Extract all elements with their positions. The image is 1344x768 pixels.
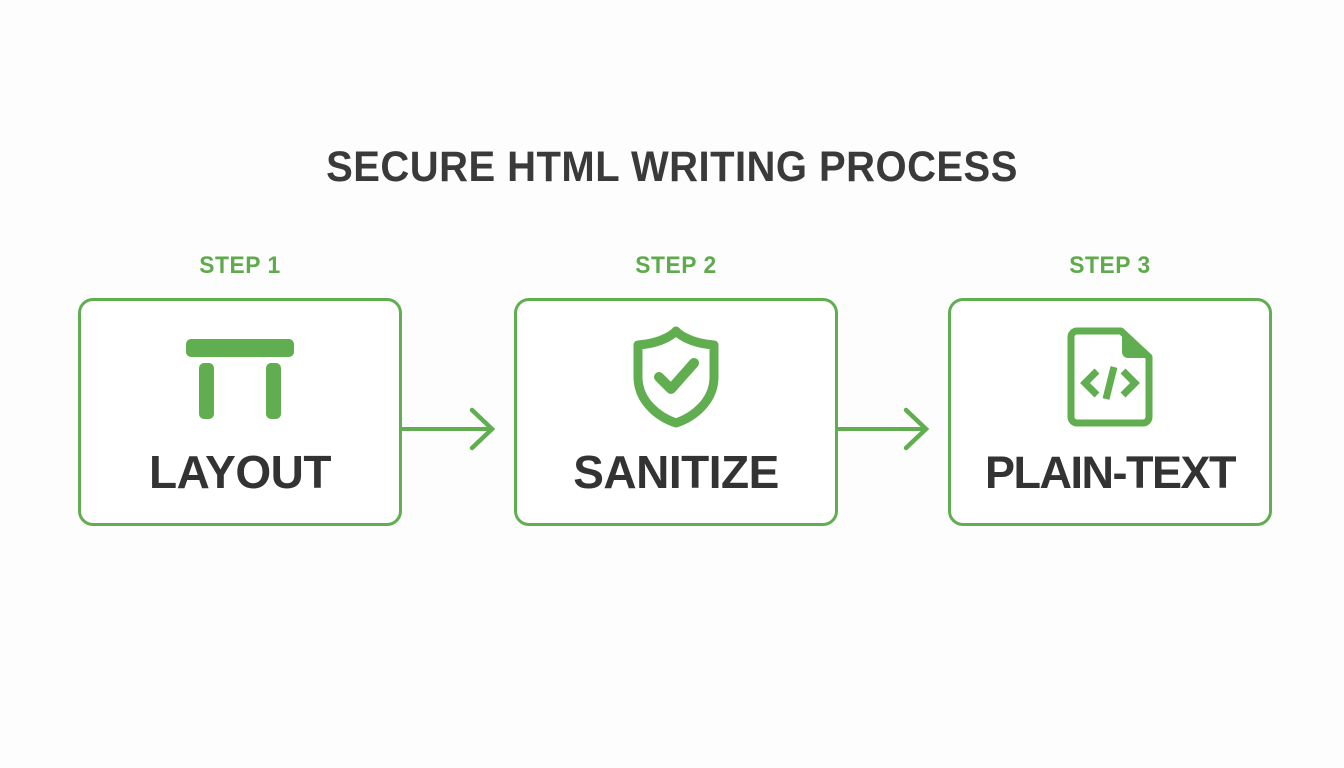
step-1-name: LAYOUT <box>149 446 331 498</box>
step-3-label: STEP 3 <box>1069 252 1151 279</box>
process-flow: STEP 1 LAYOUT STEP 2 <box>78 254 1272 526</box>
flow-arrow-2 <box>836 406 948 452</box>
step-1-label: STEP 1 <box>199 252 281 279</box>
step-1-card[interactable]: LAYOUT <box>78 298 402 526</box>
flow-arrow-1 <box>402 406 514 452</box>
page-title: SECURE HTML WRITING PROCESS <box>326 143 1018 191</box>
code-file-icon <box>951 323 1269 431</box>
shield-check-icon <box>517 323 835 431</box>
process-step-1: STEP 1 LAYOUT <box>78 254 402 526</box>
step-2-name: SANITIZE <box>573 446 779 498</box>
process-step-2: STEP 2 SANITIZE <box>514 254 838 526</box>
step-2-card[interactable]: SANITIZE <box>514 298 838 526</box>
step-3-name: PLAIN-TEXT <box>985 447 1237 498</box>
layout-table-icon <box>81 323 399 431</box>
step-3-card[interactable]: PLAIN-TEXT <box>948 298 1272 526</box>
step-2-label: STEP 2 <box>635 252 717 279</box>
process-step-3: STEP 3 PLAIN-TEXT <box>948 254 1272 526</box>
